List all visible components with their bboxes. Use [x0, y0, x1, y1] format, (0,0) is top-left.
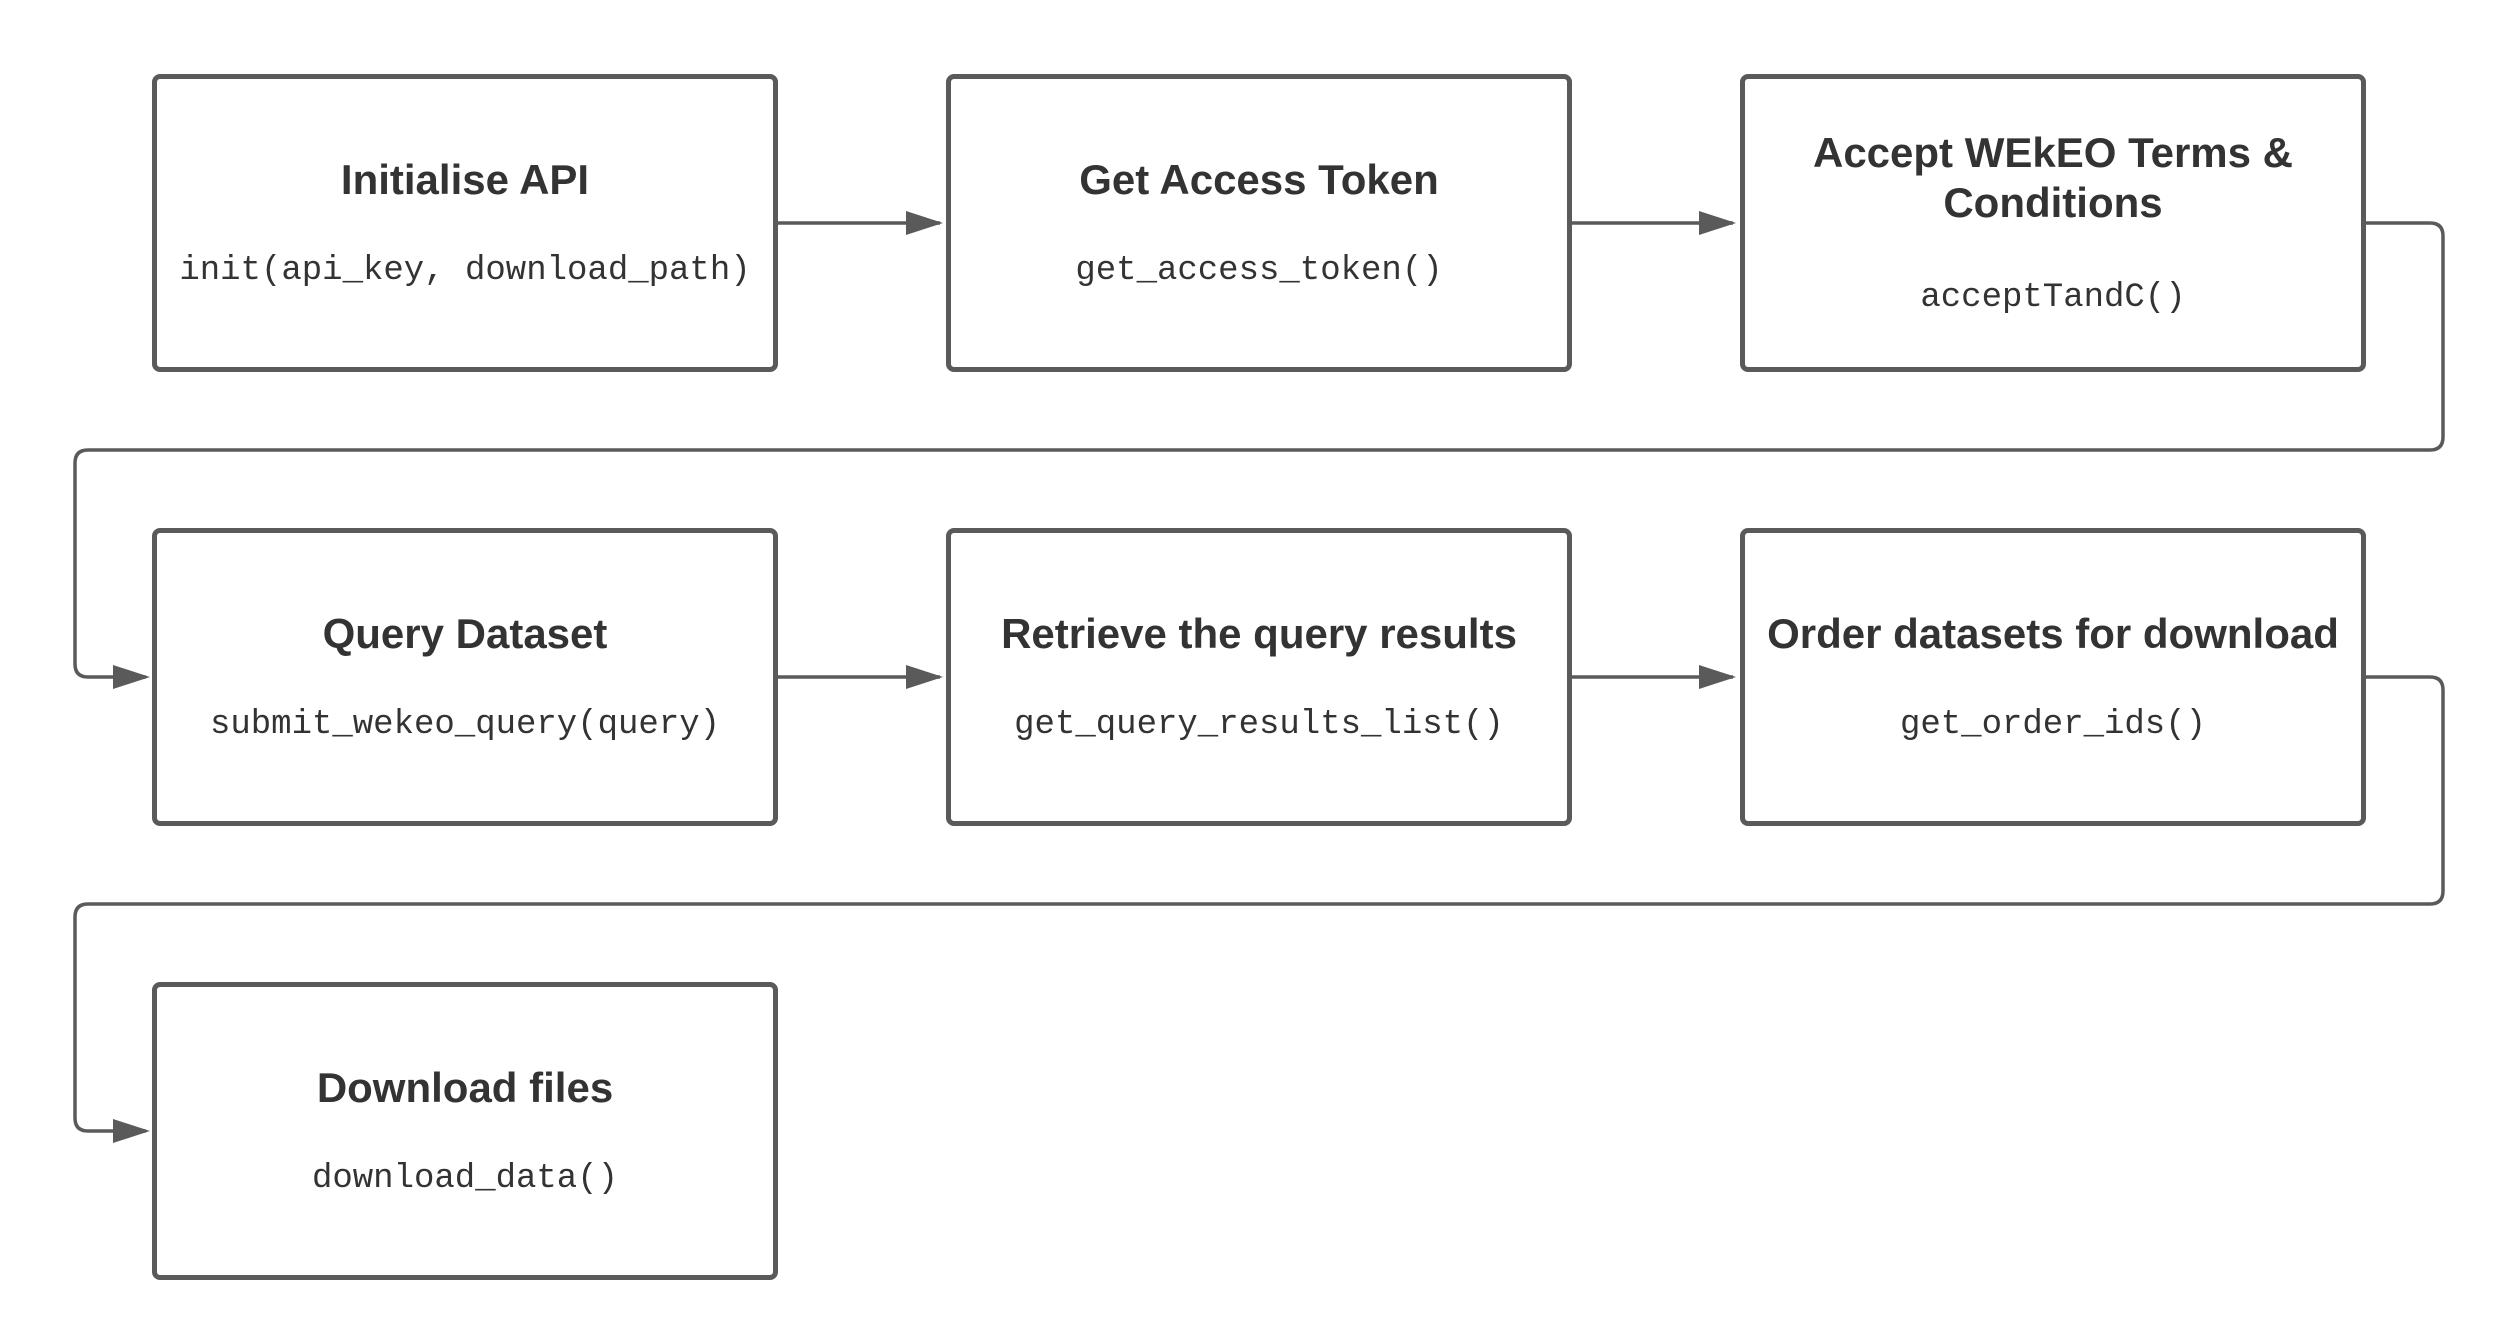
step-title: Download files — [316, 1064, 614, 1111]
step-title: Get Access Token — [1079, 156, 1439, 203]
step-accept-terms: Accept WEkEO Terms & Conditions acceptTa… — [1740, 74, 2366, 372]
step-title: Order datasets for download — [1767, 610, 2339, 657]
step-retrieve-results: Retrieve the query results get_query_res… — [946, 528, 1572, 826]
step-initialise-api: Initialise API init(api_key, download_pa… — [152, 74, 778, 372]
step-title: Query Dataset — [322, 610, 608, 657]
arrowhead-terms-to-query — [113, 665, 150, 689]
step-title: Accept WEkEO Terms & Conditions — [1812, 129, 2294, 226]
step-query-dataset: Query Dataset submit_wekeo_query(query) — [152, 528, 778, 826]
step-download-files: Download files download_data() — [152, 982, 778, 1280]
step-title: Retrieve the query results — [1001, 610, 1517, 657]
arrowhead-retrieve-to-order — [1699, 665, 1736, 689]
arrow-order-to-download — [73, 675, 2445, 1133]
arrow-terms-to-query — [73, 221, 2445, 679]
step-get-access-token: Get Access Token get_access_token() — [946, 74, 1572, 372]
step-code: submit_wekeo_query(query) — [209, 706, 721, 744]
step-order-datasets: Order datasets for download get_order_id… — [1740, 528, 2366, 826]
arrowhead-query-to-retrieve — [906, 665, 943, 689]
arrowhead-init-to-token — [906, 211, 943, 235]
arrowhead-order-to-download — [113, 1119, 150, 1143]
arrowhead-token-to-terms — [1699, 211, 1736, 235]
step-code: get_access_token() — [1075, 252, 1443, 290]
step-title: Initialise API — [340, 156, 590, 203]
step-code: download_data() — [311, 1160, 619, 1198]
step-code: get_order_ids() — [1899, 706, 2207, 744]
step-code: acceptTandC() — [1920, 279, 2186, 317]
step-code: get_query_results_list() — [1014, 706, 1504, 744]
step-code: init(api_key, download_path) — [179, 252, 751, 290]
